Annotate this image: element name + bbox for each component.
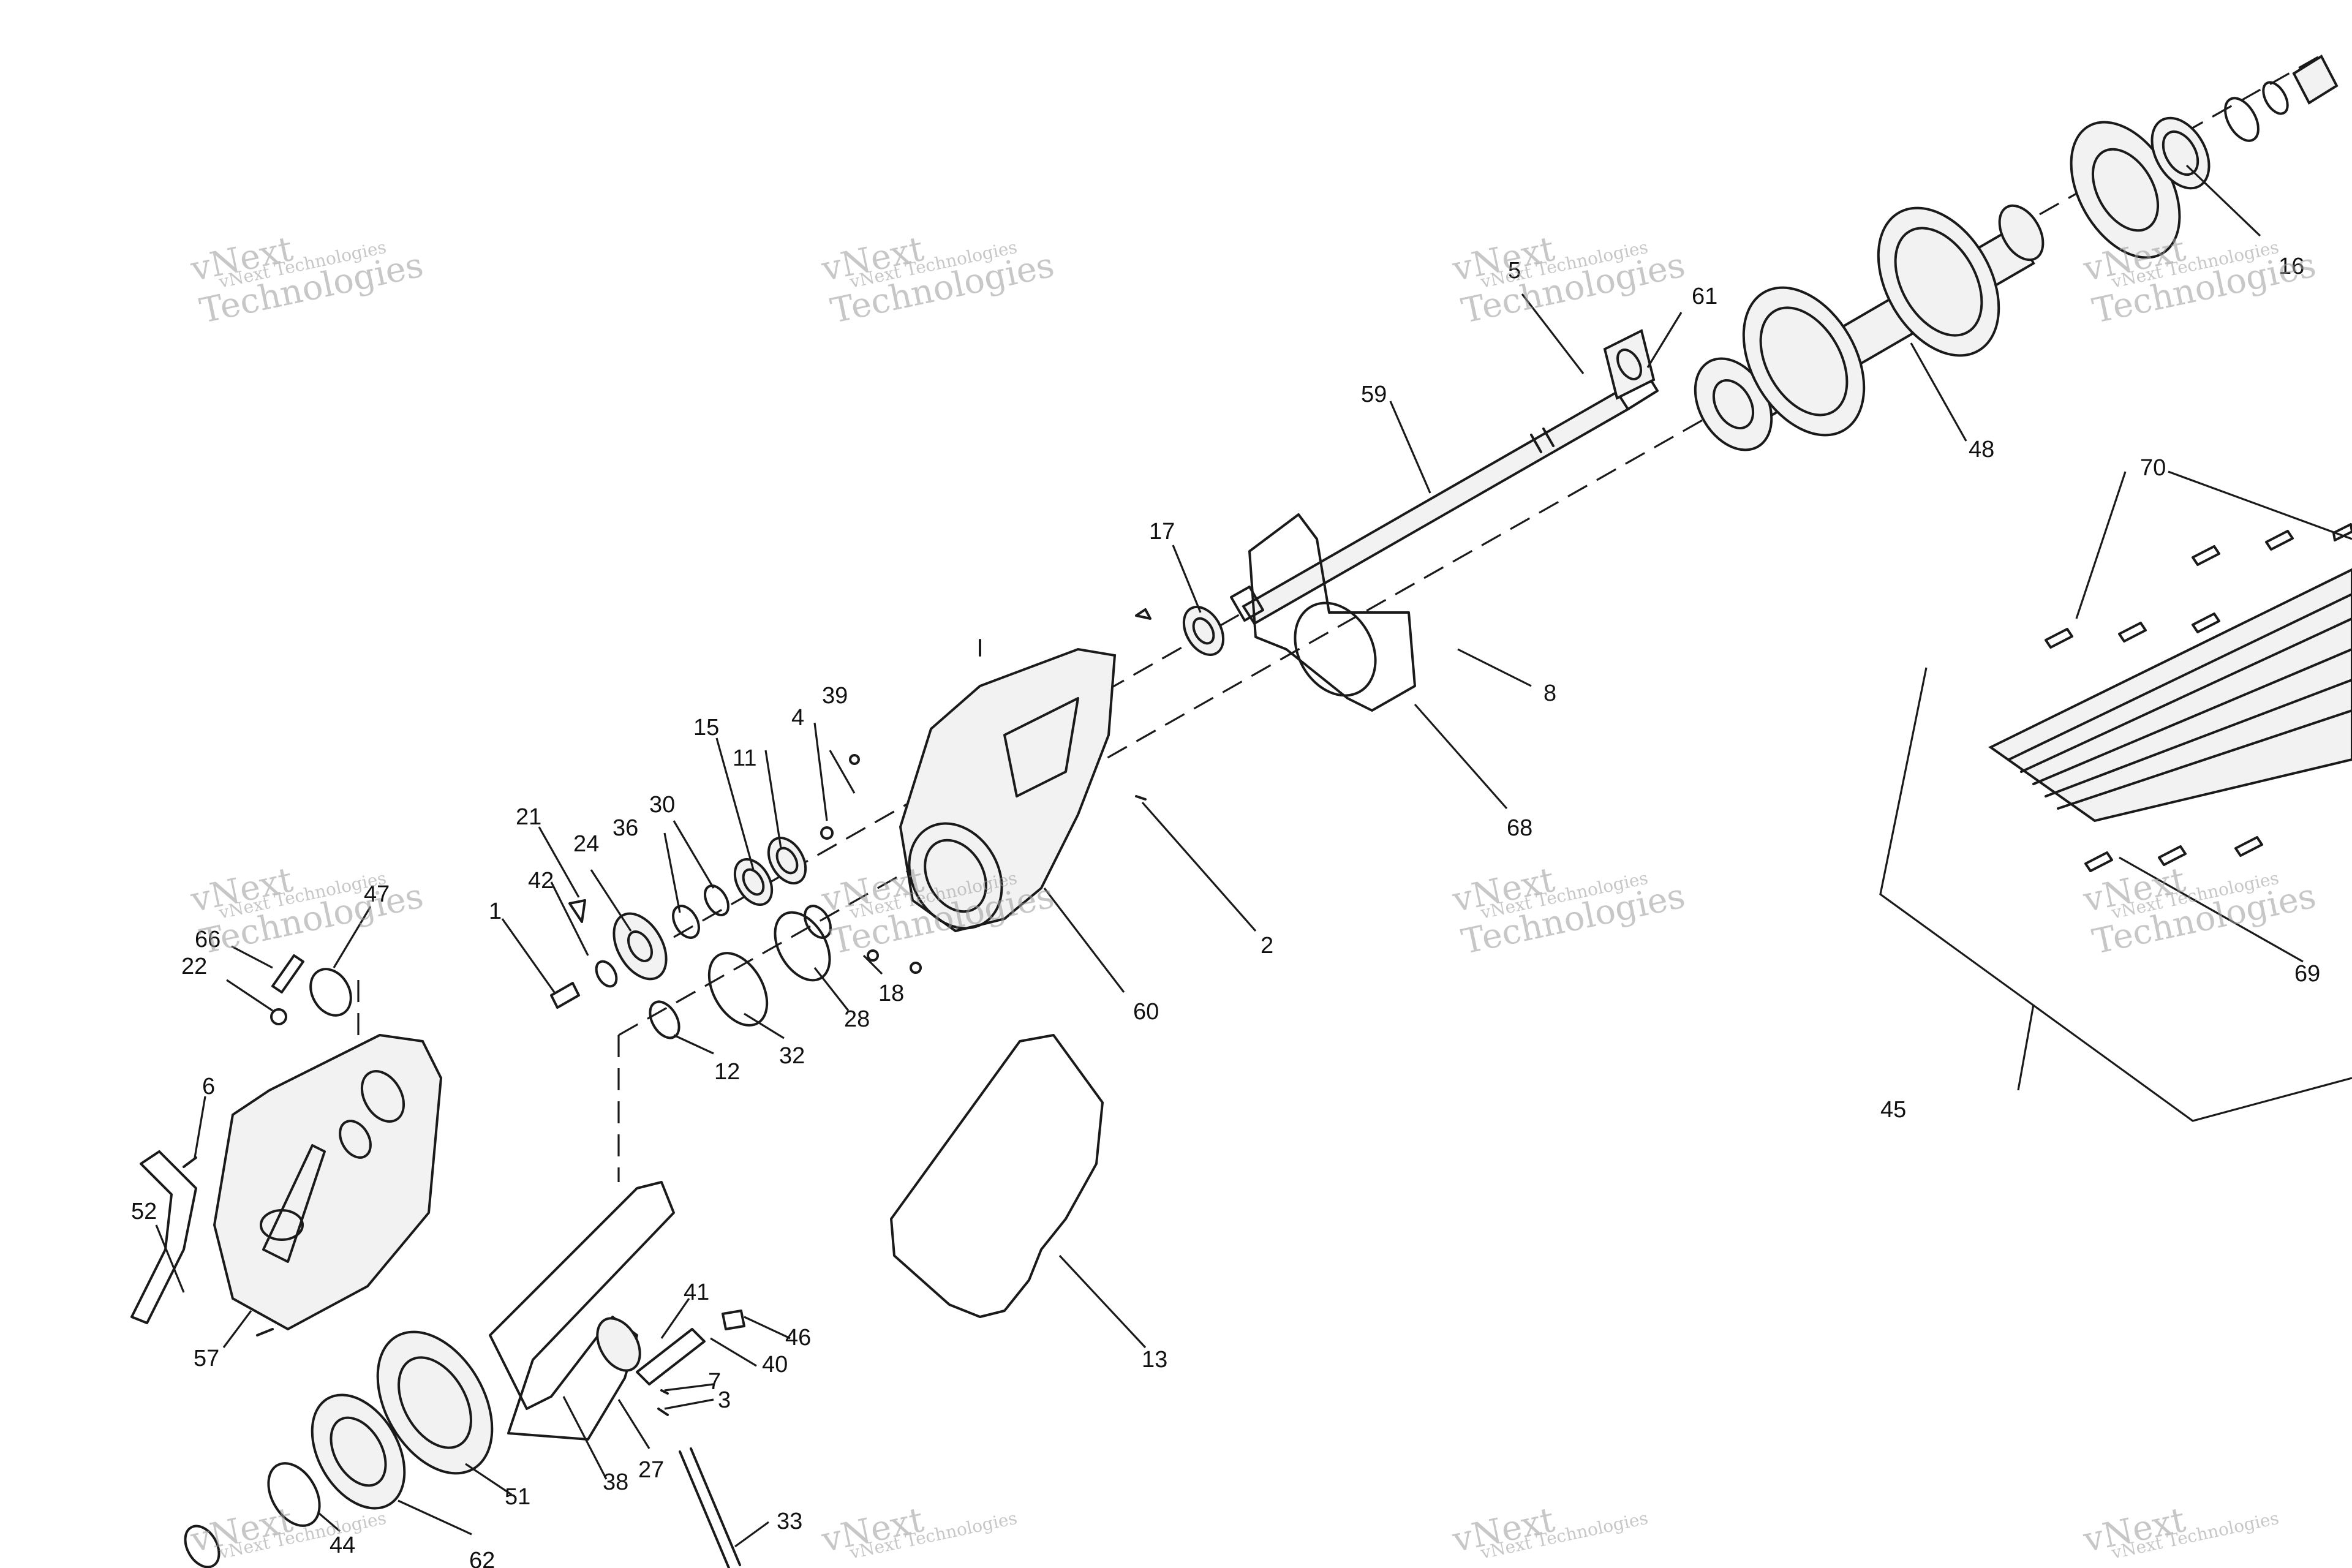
callout-44: 44 — [330, 1532, 355, 1558]
callout-41: 41 — [684, 1280, 709, 1305]
pulley-62 — [311, 1393, 406, 1510]
bracket-52 — [130, 1150, 197, 1324]
watermark: vNext Technologies vNext Technologies — [818, 229, 1058, 331]
callout-60: 60 — [1133, 999, 1159, 1025]
callout-15: 15 — [693, 715, 719, 741]
watermark: vNext Technologies vNext Technologies — [1449, 229, 1689, 331]
track-assembly — [1879, 523, 2352, 1122]
drive-sprocket-shaft — [1694, 204, 2045, 451]
callout-70: 70 — [2140, 455, 2166, 481]
callout-5: 5 — [1508, 258, 1521, 284]
bearing-flange — [1603, 329, 1656, 400]
callout-12: 12 — [714, 1059, 740, 1085]
drive-belt — [489, 1181, 675, 1441]
callout-16: 16 — [2278, 254, 2304, 279]
callout-69: 69 — [2294, 961, 2320, 987]
bearing-17 — [1135, 606, 1225, 656]
callout-38: 38 — [603, 1469, 628, 1495]
callout-46: 46 — [785, 1325, 811, 1351]
watermark: vNext Technologies vNext — [818, 1500, 1019, 1563]
hub-44 — [184, 1462, 321, 1568]
drive-gear-cluster — [550, 754, 922, 1039]
callout-40: 40 — [762, 1352, 788, 1378]
callout-4: 4 — [791, 705, 804, 731]
callout-6: 6 — [202, 1074, 215, 1099]
chaincase-front-cover — [213, 1033, 443, 1331]
chaincase-seal — [890, 1034, 1104, 1318]
callout-68: 68 — [1507, 815, 1532, 841]
callout-13: 13 — [1142, 1347, 1167, 1373]
callout-11: 11 — [733, 745, 756, 771]
watermark-group: vNext Technologies vNext Technologies vN… — [187, 229, 2320, 1563]
callout-36: 36 — [612, 815, 638, 841]
callout-21: 21 — [516, 804, 541, 830]
callout-17: 17 — [1149, 519, 1175, 545]
callout-3: 3 — [718, 1387, 731, 1413]
callout-66: 66 — [195, 927, 221, 952]
leader-lines — [155, 164, 2352, 1548]
callout-30: 30 — [649, 792, 675, 818]
watermark: vNext Technologies vNext Technologies — [187, 229, 427, 331]
callout-39: 39 — [822, 683, 848, 709]
watermark: vNext Technologies vNext Technologies — [187, 860, 427, 962]
watermark: vNext Technologies vNext — [2079, 1500, 2280, 1563]
watermark: vNext Technologies vNext Technologies — [1449, 860, 1689, 962]
callout-28: 28 — [844, 1006, 870, 1032]
watermark: vNext Technologies vNext Technologies — [2079, 860, 2320, 962]
callout-45: 45 — [1880, 1097, 1906, 1123]
callout-62: 62 — [469, 1548, 495, 1568]
chaincase-rear-plate — [1248, 513, 1416, 712]
callout-52: 52 — [131, 1199, 157, 1224]
watermark: vNext Technologies vNext — [1449, 1500, 1649, 1563]
callout-51: 51 — [505, 1484, 530, 1510]
callout-22: 22 — [181, 954, 207, 979]
callout-8: 8 — [1544, 680, 1556, 706]
callout-59: 59 — [1361, 382, 1387, 407]
callout-24: 24 — [573, 831, 599, 857]
callout-2: 2 — [1261, 933, 1273, 959]
callout-labels: 1 2 3 4 5 6 7 8 11 12 13 15 16 17 18 21 … — [131, 254, 2320, 1568]
callout-7: 7 — [708, 1369, 721, 1395]
right-bearing-stack — [2070, 55, 2339, 259]
callout-33: 33 — [777, 1509, 802, 1534]
tensioner-assembly — [596, 1310, 745, 1568]
callout-32: 32 — [779, 1043, 805, 1069]
callout-47: 47 — [364, 881, 390, 907]
callout-1: 1 — [489, 899, 502, 924]
chaincase-housing — [899, 639, 1147, 933]
callout-57: 57 — [194, 1346, 219, 1371]
drive-axle — [1230, 374, 1659, 625]
track-cleats — [2045, 523, 2352, 872]
callout-18: 18 — [878, 981, 904, 1006]
callout-42: 42 — [528, 868, 554, 894]
callout-27: 27 — [638, 1457, 664, 1483]
callout-48: 48 — [1969, 437, 1994, 462]
small-hardware-left — [183, 954, 352, 1336]
callout-61: 61 — [1692, 284, 1717, 309]
